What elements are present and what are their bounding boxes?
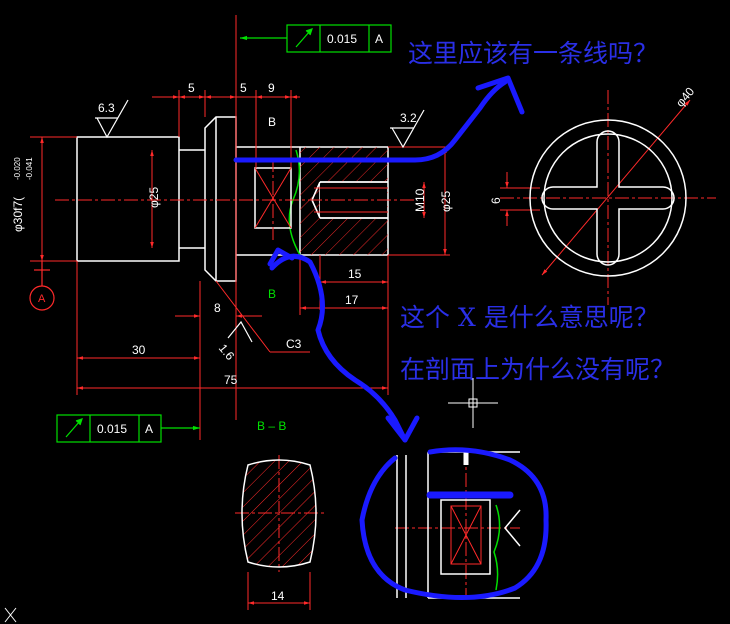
dim-6: 6 <box>489 197 503 204</box>
roughness-symbols <box>95 99 425 343</box>
dia-end-view: φ40 <box>673 84 698 109</box>
detail-x <box>450 505 482 565</box>
section-mark-top: B <box>268 115 276 129</box>
note-question-x: 这个 X 是什么意思呢？ <box>400 303 659 332</box>
note-question-line: 这里应该有一条线吗？ <box>408 39 659 68</box>
dia-bore: φ25 <box>147 187 161 208</box>
tol-top-datum: A <box>375 32 383 46</box>
ucs-icon <box>4 607 17 623</box>
cursor-crosshair <box>448 378 498 428</box>
dim-17: 17 <box>345 293 359 307</box>
dim-30: 30 <box>132 343 146 357</box>
dim-14: 14 <box>271 589 285 603</box>
detail-view <box>396 451 521 599</box>
note-question-section: 在剖面上为什么没有呢？ <box>400 355 676 384</box>
dia-shaft-fit: φ30f7( <box>11 197 25 232</box>
roughness-right: 3.2 <box>400 111 417 125</box>
dim-5-left: 5 <box>188 81 195 95</box>
dim-15: 15 <box>348 267 362 281</box>
dia-fit-lower: -0.041 <box>25 157 34 180</box>
roughness-left: 6.3 <box>98 101 115 115</box>
chamfer-label: C3 <box>286 337 302 351</box>
dimension-lines <box>30 15 691 610</box>
datum-symbol <box>29 261 55 311</box>
datum-label: A <box>38 293 46 305</box>
dia-right: φ25 <box>439 191 453 212</box>
dim-9: 9 <box>268 81 275 95</box>
dim-75: 75 <box>224 373 238 387</box>
tol-bottom-datum: A <box>145 422 153 436</box>
section-bb-shape <box>241 459 317 568</box>
roughness-chamfer: 1.6 <box>216 341 238 363</box>
dim-5-right: 5 <box>240 81 247 95</box>
dia-thread: M10 <box>413 188 427 212</box>
tolerance-frame-top <box>240 24 392 53</box>
section-title: B – B <box>257 419 286 433</box>
section-mark-bottom: B <box>268 287 276 301</box>
dim-8: 8 <box>214 301 221 315</box>
blue-annotations <box>233 75 549 601</box>
tolerance-frame-bottom <box>56 414 200 443</box>
tol-top-value: 0.015 <box>327 32 357 46</box>
end-view <box>529 119 687 277</box>
tol-bottom-value: 0.015 <box>97 422 127 436</box>
dia-fit-upper: -0.020 <box>13 157 22 180</box>
detail-break-line <box>493 504 501 591</box>
thread-bore-lines <box>311 181 388 219</box>
